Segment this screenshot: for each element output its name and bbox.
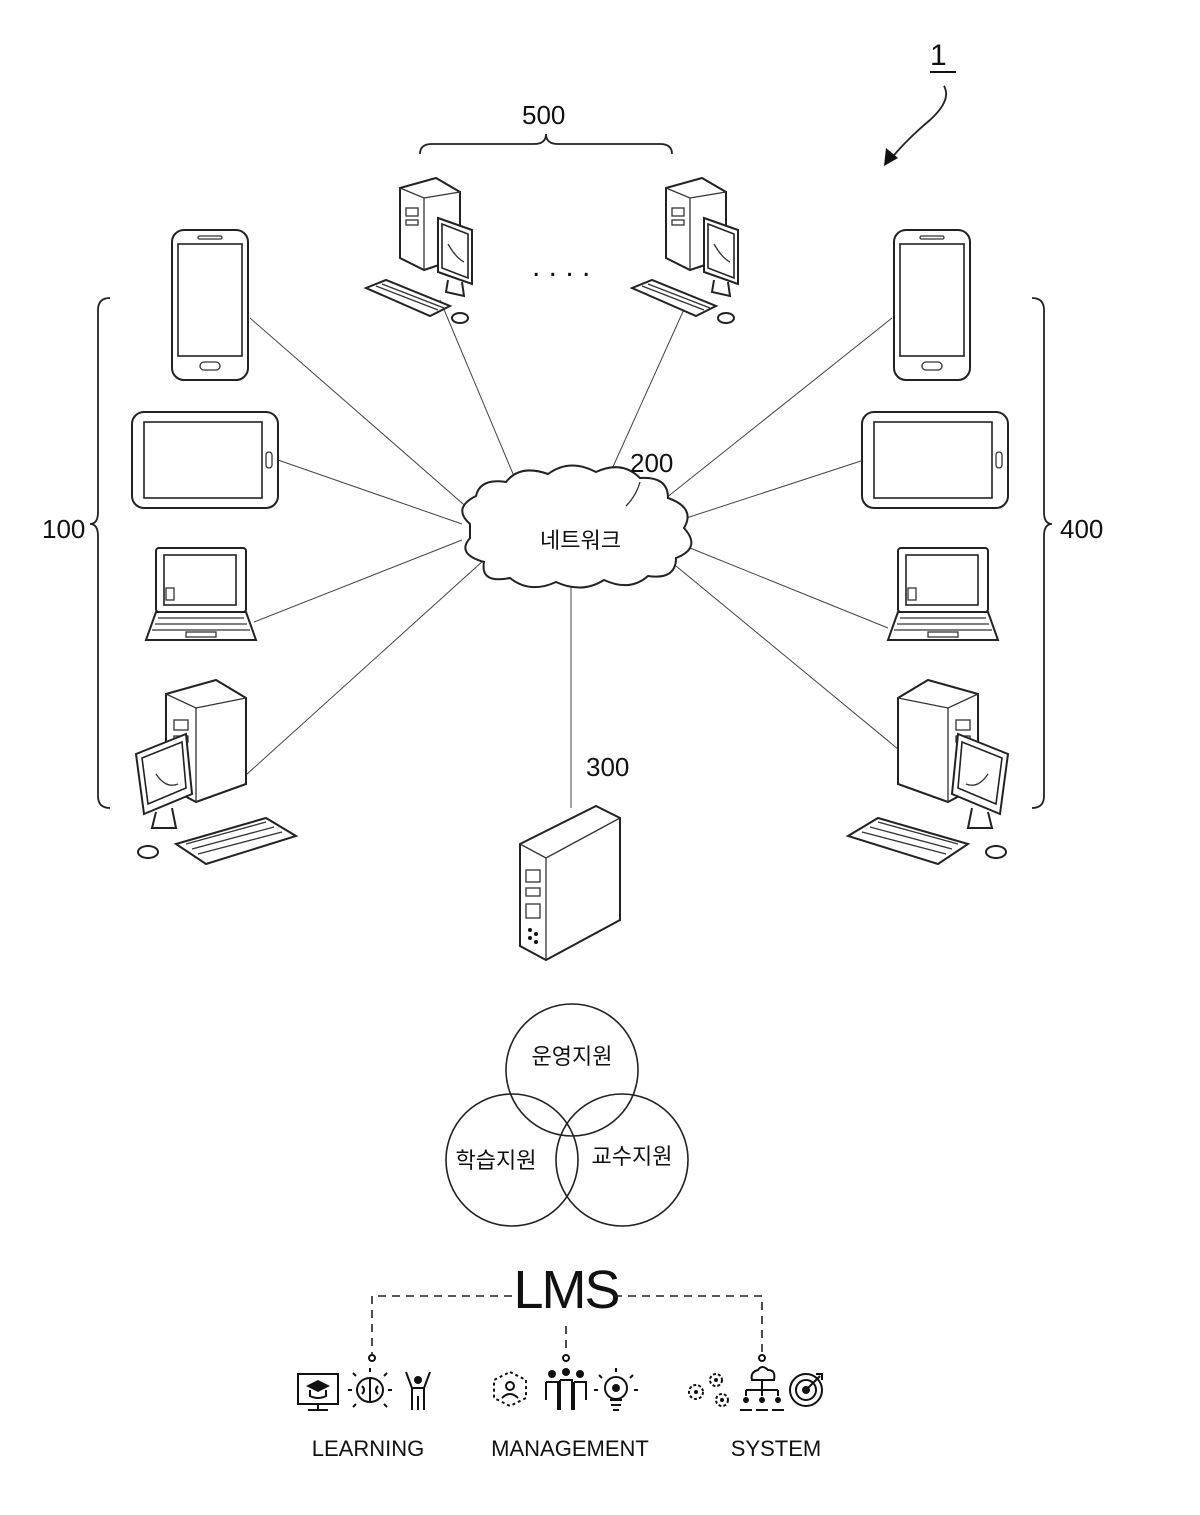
cloud-hierarchy-icon [740,1367,784,1410]
venn-label-operation: 운영지원 [532,1045,613,1070]
management-icons [494,1368,638,1410]
brain-icon [348,1368,392,1407]
desktop-500-b [632,178,738,323]
ellipsis: . . . . [532,250,590,283]
monitor-graduation-icon [298,1374,338,1410]
learning-icons [298,1368,430,1410]
smartphone-400 [894,230,970,380]
figure-reference: 1 [884,39,956,166]
network-cloud: 네트워크 200 [462,448,691,588]
desktop-500-a [366,178,472,323]
lms-title: LMS [513,1260,618,1320]
label-400: 400 [1060,514,1103,544]
network-label: 네트워크 [540,529,621,554]
label-500: 500 [522,100,565,130]
caption-system: SYSTEM [731,1436,821,1461]
laptop-400 [888,548,998,640]
desktop-400 [848,680,1008,864]
client-group-400: 400 [848,230,1103,864]
caption-learning: LEARNING [312,1436,424,1461]
laptop-100 [146,548,256,640]
tablet-100 [132,412,278,508]
target-icon [790,1374,822,1406]
label-300: 300 [586,752,629,782]
network-person-icon [494,1372,526,1406]
lightbulb-gear-icon [594,1368,638,1410]
lms-tree: LMS [369,1260,765,1361]
arrow-head-icon [884,148,898,166]
tablet-400 [862,412,1008,508]
server-300: 300 [520,752,629,960]
person-raising-arms-icon [406,1372,430,1410]
team-icon [546,1368,586,1410]
caption-management: MANAGEMENT [491,1436,649,1461]
label-200: 200 [630,448,673,478]
support-venn-diagram: 운영지원 학습지원 교수지원 [446,1004,688,1226]
desktop-100 [136,680,296,864]
venn-label-learning: 학습지원 [456,1149,537,1174]
system-icons [689,1367,822,1410]
label-100: 100 [42,514,85,544]
gears-icon [689,1374,728,1406]
reference-number-1: 1 [930,39,947,72]
smartphone-100 [172,230,248,380]
client-group-500: 500 . . . . [366,100,738,323]
venn-label-teaching: 교수지원 [592,1145,673,1170]
